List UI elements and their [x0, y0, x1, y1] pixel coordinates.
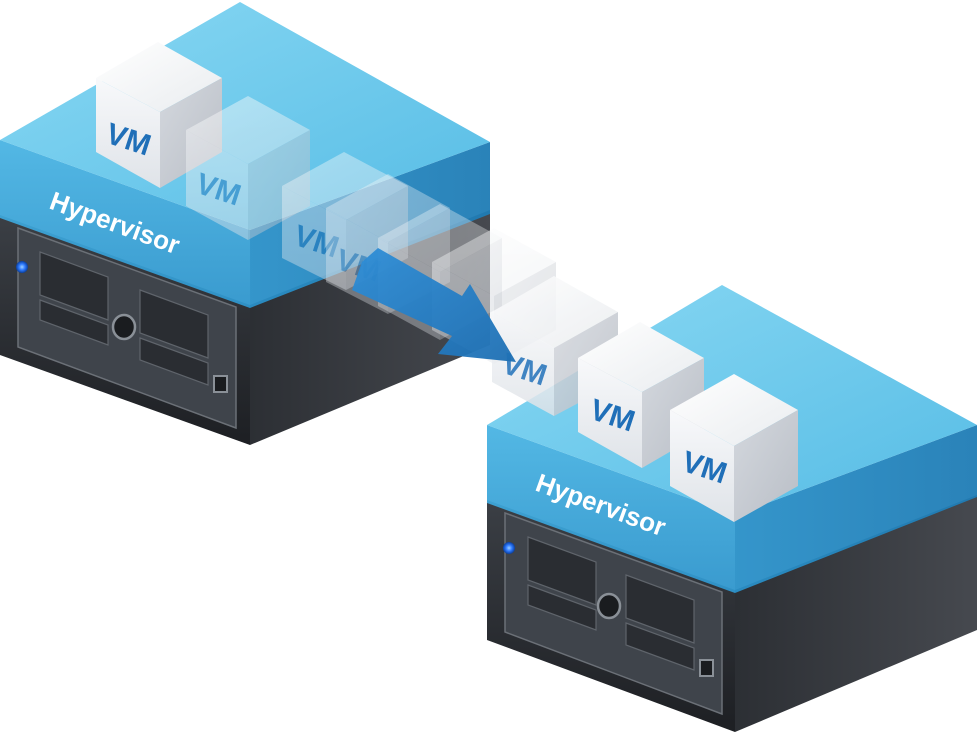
cube-front	[670, 410, 734, 522]
migration-arrow-icon	[352, 248, 516, 362]
server-side	[735, 495, 977, 732]
hypervisor-front	[487, 425, 735, 593]
cube-front	[578, 358, 642, 468]
destination-vms: VM VM	[578, 322, 798, 522]
drive-bay	[39, 251, 109, 321]
status-led-icon	[16, 261, 28, 273]
drive-bay	[625, 622, 695, 671]
cube-top	[578, 322, 704, 392]
hypervisor-front	[0, 140, 250, 308]
vm-cube: VM	[578, 322, 704, 468]
status-led-icon	[503, 542, 515, 554]
usb-port-icon	[213, 375, 228, 393]
drive-bay	[527, 584, 597, 631]
drive-bay	[39, 299, 109, 346]
cube-top	[96, 42, 222, 112]
power-button-icon	[111, 313, 137, 341]
drive-bay	[139, 289, 209, 359]
drive-bay	[139, 337, 209, 386]
cube-front	[96, 78, 160, 188]
destination-server	[487, 495, 977, 732]
hypervisor-side	[735, 425, 977, 593]
ghost-vm-cube: VM	[186, 96, 310, 240]
usb-port-icon	[699, 659, 714, 677]
drive-bay	[625, 574, 695, 644]
source-server	[0, 210, 490, 445]
drive-bay	[527, 536, 597, 606]
power-button-icon	[596, 592, 622, 620]
cube-side	[734, 410, 798, 522]
vm-cube: VM	[670, 374, 798, 522]
